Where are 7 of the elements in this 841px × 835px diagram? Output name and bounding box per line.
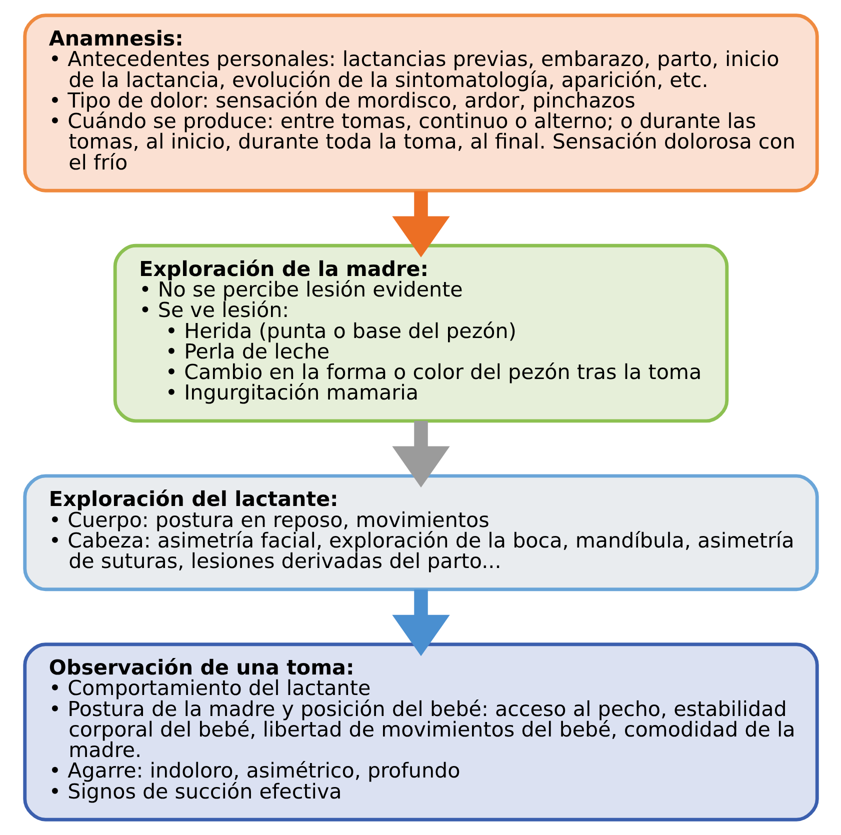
- arrow: [392, 420, 450, 488]
- node-box: Exploración del lactante: • Cuerpo: postura en reposo, movimientos • Cabeza: asimetría facial, exploración de la boca, mandíbula, asimetría de suturas, lesiones derivadas del parto...: [22, 474, 818, 592]
- arrow: [392, 589, 450, 656]
- node-box: Exploración de la madre: • No se percibe lesión evidente • Se ve lesión: • Herida (punta o base del pezón) • Perla de leche • Cambio en la forma o color del pezón tras la toma • Ingurgitación mamaria: [112, 244, 728, 423]
- arrow: [392, 191, 450, 258]
- node-box: Observación de una toma: • Comportamiento del lactante • Postura de la madre y posición del bebé: acceso al pecho, estabilidad corporal del bebé, libertad de movimientos del bebé, comodidad de la madre. • Agarre: indoloro, asimétrico, profundo • Signos de succión efectiva: [22, 642, 818, 822]
- node-box: Anamnesis: • Antecedentes personales: lactancias previas, embarazo, parto, inicio de la lactancia, evolución de la sintomatología, aparición, etc. • Tipo de dolor: sensación de mordisco, ardor, pinchazos • Cuándo se produce: entre tomas, continuo o alterno; o durante las tomas, al inicio, durante toda la toma, al final. Sensación dolorosa con el frío: [22, 14, 818, 192]
